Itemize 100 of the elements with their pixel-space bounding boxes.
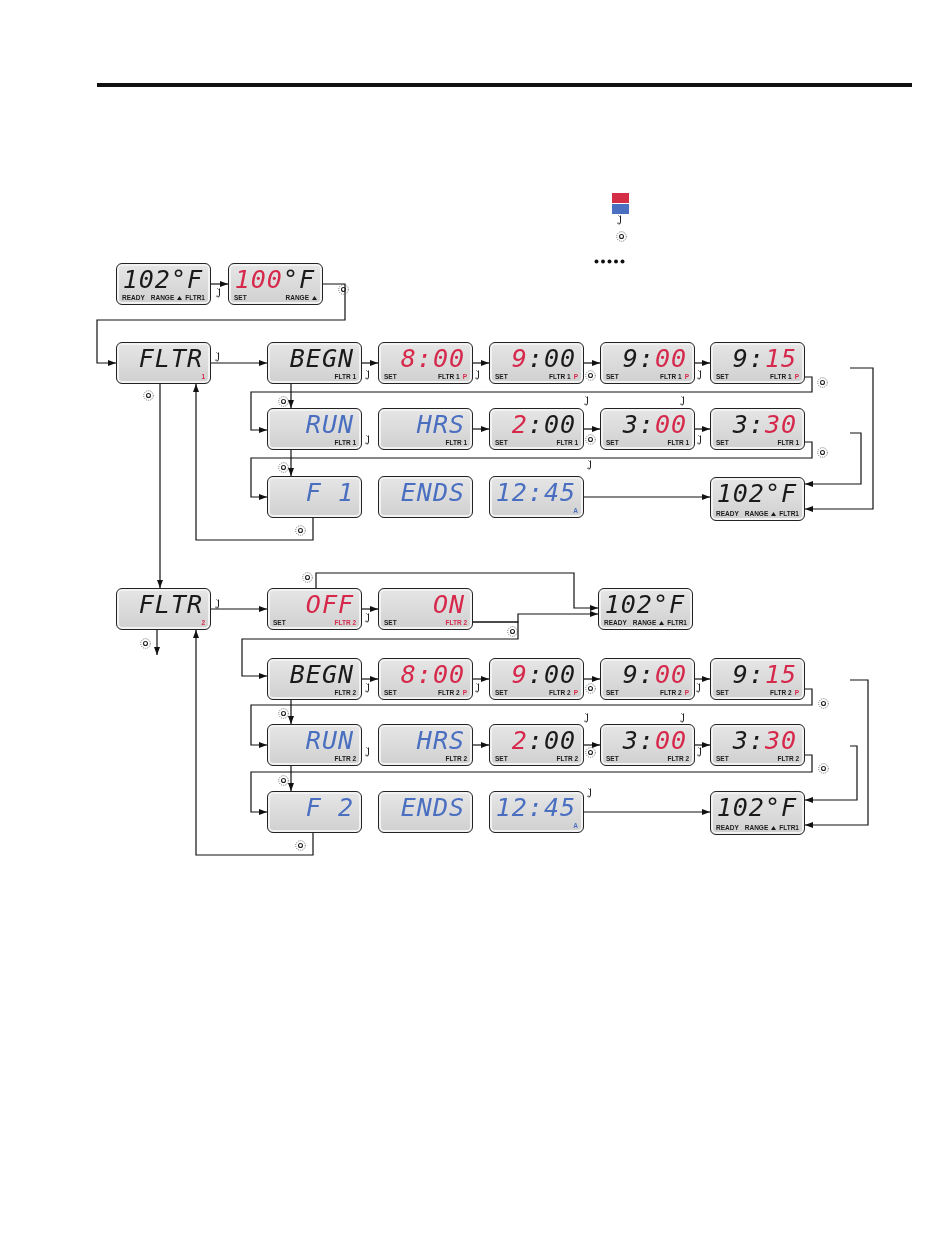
display-reading: RUN	[305, 727, 354, 755]
display-reading: 2:00	[511, 727, 576, 755]
lcd-display	[489, 791, 584, 833]
lcd-display	[267, 724, 362, 766]
display-reading: HRS	[416, 727, 465, 755]
lcd-display	[600, 724, 695, 766]
connector-arrow	[288, 765, 294, 792]
connector-arrow	[288, 449, 294, 477]
lcd-display	[116, 588, 211, 630]
display-reading: ON	[432, 591, 465, 619]
lcd-display	[710, 791, 805, 835]
lcd-display	[598, 588, 693, 630]
display-reading: 9:15	[732, 661, 797, 689]
connector-arrow	[472, 426, 490, 432]
display-reading: OFF	[305, 591, 354, 619]
connector-arrow	[250, 688, 813, 748]
lcd-display	[378, 658, 473, 700]
display-reading: 2:00	[511, 411, 576, 439]
lcd-display	[378, 342, 473, 384]
connector-arrow	[472, 742, 490, 748]
display-reading: RUN	[305, 411, 354, 439]
connector-arrow	[193, 383, 314, 541]
lcd-display	[489, 724, 584, 766]
display-reading: F 2	[305, 794, 354, 822]
lcd-display	[267, 476, 362, 518]
lcd-display	[710, 658, 805, 700]
lcd-display	[378, 476, 473, 518]
connector-arrow	[157, 383, 163, 589]
display-reading: 9:00	[622, 345, 687, 373]
display-reading: 12:45	[495, 794, 576, 822]
connector-arrow	[583, 360, 601, 366]
lcd-display	[378, 408, 473, 450]
display-reading: 8:00	[400, 661, 465, 689]
connector-arrow	[210, 281, 229, 287]
display-reading: 3:00	[622, 727, 687, 755]
connector-arrow	[193, 629, 314, 856]
lcd-display	[378, 588, 473, 630]
connector-arrow	[804, 432, 862, 487]
connector-arrow	[250, 376, 813, 433]
connector-arrow	[288, 383, 294, 409]
display-reading: FLTR	[138, 345, 203, 373]
lcd-display	[489, 342, 584, 384]
display-reading: 100°F	[234, 266, 315, 294]
display-reading: 102°F	[716, 794, 797, 822]
connector-arrow	[250, 754, 813, 815]
lcd-display	[267, 658, 362, 700]
connector-arrow	[361, 360, 379, 366]
lcd-display	[710, 724, 805, 766]
connector-arrow	[583, 494, 711, 500]
connector-arrow	[694, 676, 711, 682]
display-reading: 8:00	[400, 345, 465, 373]
connector-arrow	[804, 745, 858, 803]
connector-arrow	[583, 742, 601, 748]
lcd-display	[489, 408, 584, 450]
connector-arrow	[804, 367, 874, 512]
connector-arrow	[361, 606, 379, 612]
connector-arrow	[210, 606, 268, 612]
lcd-display	[116, 342, 211, 384]
connector-arrow	[472, 360, 490, 366]
connector-arrow	[96, 283, 346, 366]
connector-arrow	[315, 572, 599, 611]
display-reading: FLTR	[138, 591, 203, 619]
display-reading: 3:30	[732, 411, 797, 439]
display-reading: 9:15	[732, 345, 797, 373]
display-reading: HRS	[416, 411, 465, 439]
display-reading: BEGN	[289, 345, 354, 373]
connector-arrow	[583, 809, 711, 815]
display-reading: BEGN	[289, 661, 354, 689]
connector-arrow	[250, 441, 813, 500]
lcd-display	[116, 263, 211, 305]
lcd-display	[267, 342, 362, 384]
connector-arrow	[583, 426, 601, 432]
display-reading: 3:30	[732, 727, 797, 755]
lcd-display	[378, 791, 473, 833]
lcd-display	[600, 342, 695, 384]
connector-arrow	[361, 676, 379, 682]
display-reading: 9:00	[511, 345, 576, 373]
lcd-display	[710, 408, 805, 450]
lcd-display	[489, 658, 584, 700]
lcd-display	[378, 724, 473, 766]
connector-arrow	[154, 629, 160, 656]
display-reading: 102°F	[604, 591, 685, 619]
display-reading: 9:00	[511, 661, 576, 689]
connector-arrow	[210, 360, 268, 366]
connector-arrow	[583, 676, 601, 682]
display-reading: 102°F	[122, 266, 203, 294]
connector-arrow	[694, 426, 711, 432]
lcd-display	[600, 658, 695, 700]
lcd-display	[600, 408, 695, 450]
lcd-display	[267, 588, 362, 630]
connector-arrow	[472, 676, 490, 682]
lcd-display	[267, 408, 362, 450]
connector-arrow	[241, 621, 519, 679]
lcd-display	[228, 263, 323, 305]
display-reading: 3:00	[622, 411, 687, 439]
lcd-display	[710, 342, 805, 384]
connector-arrow	[804, 679, 869, 828]
connector-arrow	[694, 742, 711, 748]
connector-arrow	[288, 699, 294, 725]
display-reading: 9:00	[622, 661, 687, 689]
